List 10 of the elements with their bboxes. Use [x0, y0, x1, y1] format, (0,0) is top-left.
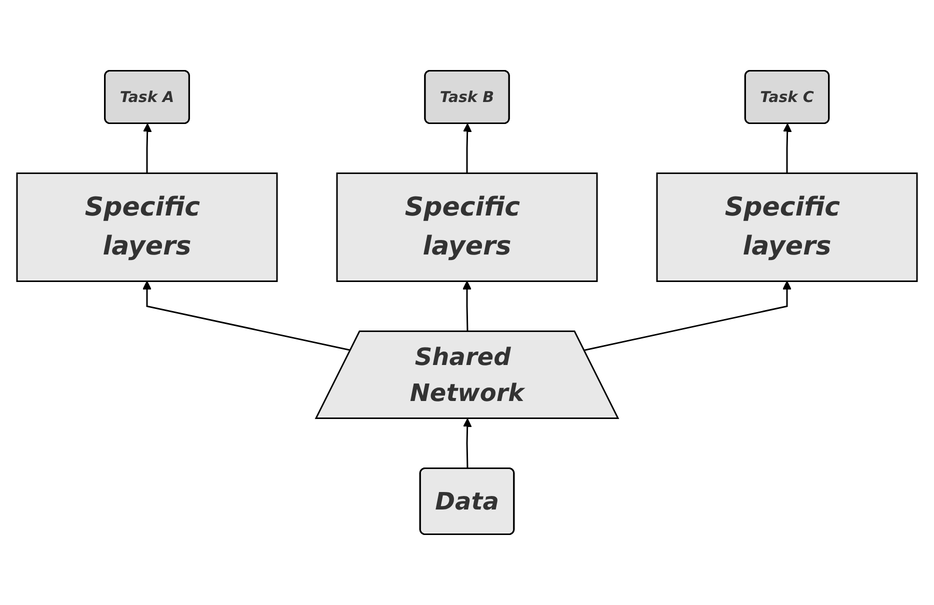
- node-box: Specific layers: [336, 172, 598, 282]
- node-box: Specific layers: [656, 172, 918, 282]
- node-box: Specific layers: [16, 172, 278, 282]
- arrow: [782, 123, 792, 174]
- arrow: [142, 123, 152, 174]
- arrow: [462, 418, 472, 469]
- arrow: [462, 123, 472, 174]
- arrow: [584, 280, 792, 351]
- arrow: [142, 280, 351, 351]
- arrow: [462, 280, 472, 332]
